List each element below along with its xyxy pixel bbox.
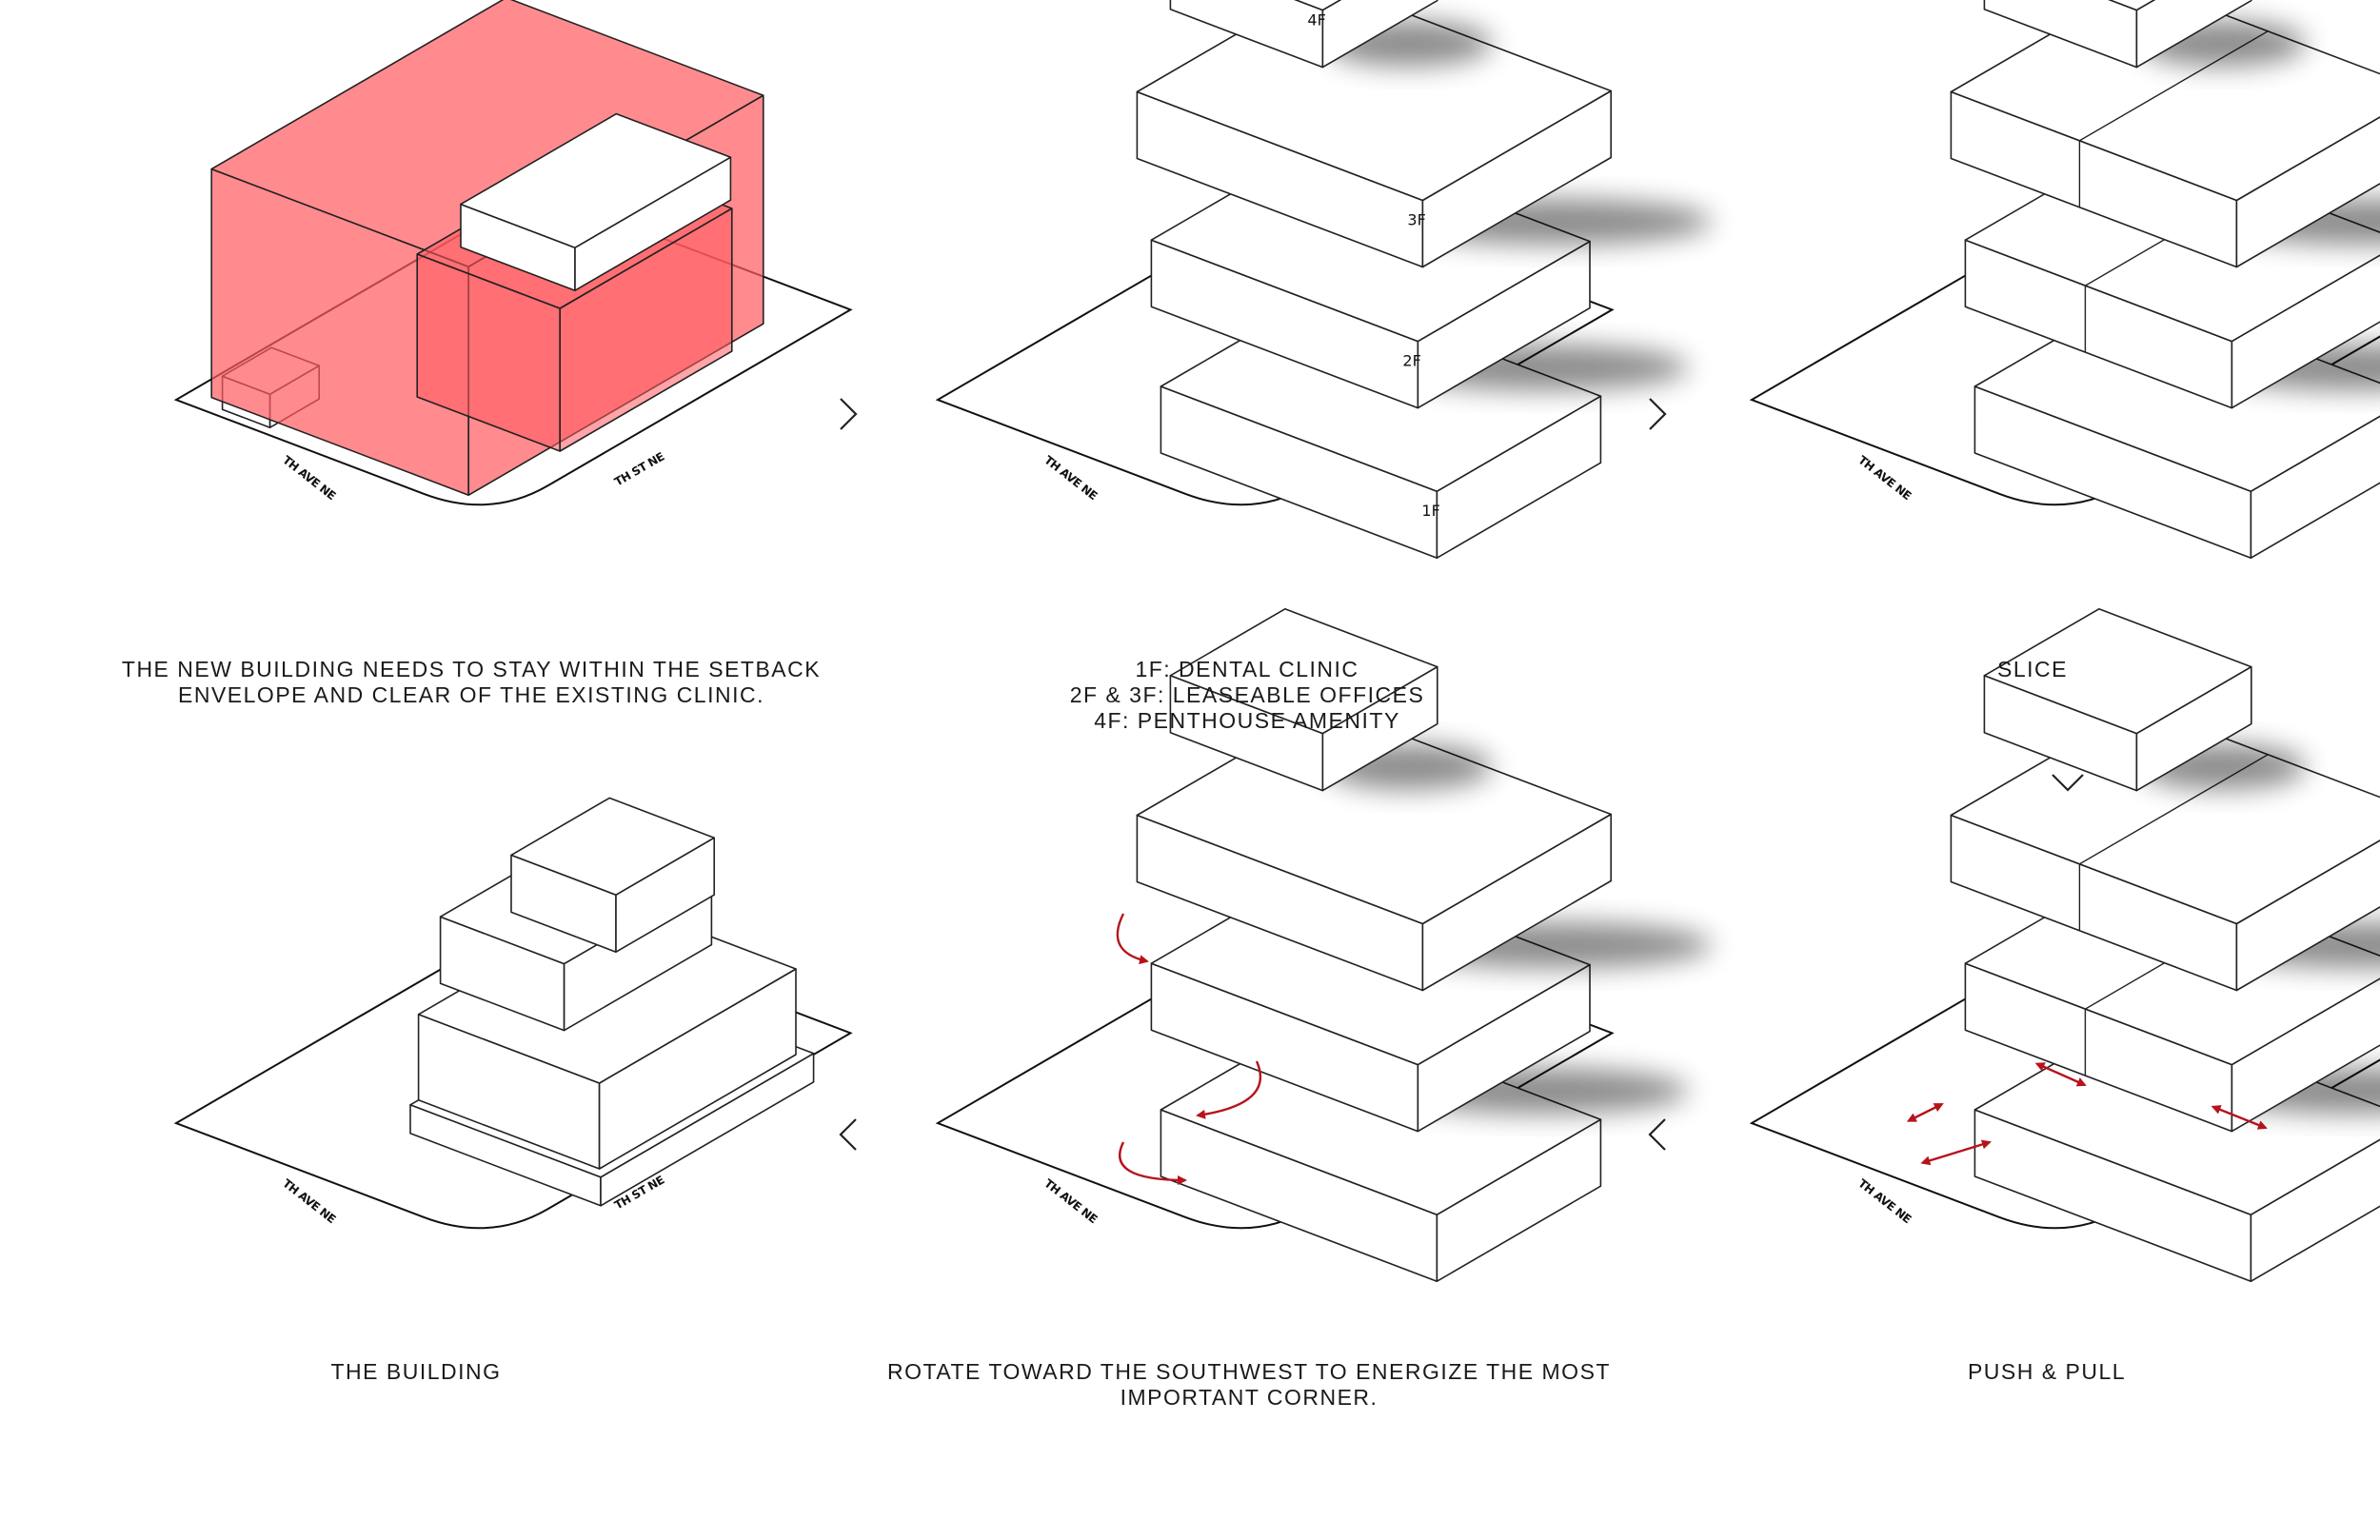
- caption-line: SLICE: [1997, 657, 2068, 681]
- block-top-face: [2108, 0, 2156, 11]
- slice-line: [2078, 754, 2269, 931]
- street-label-avenue: TH AVE NE: [1041, 453, 1100, 503]
- caption-building: THE BUILDING: [330, 1359, 501, 1385]
- envelope-roof-mass: [460, 112, 732, 292]
- floor-label: 3F: [1407, 211, 1425, 229]
- caption-line: IMPORTANT CORNER.: [1120, 1385, 1378, 1410]
- flow-chevron-left: [1648, 1118, 1666, 1151]
- caption-line: ROTATE TOWARD THE SOUTHWEST TO ENERGIZE …: [887, 1359, 1611, 1384]
- street-label-avenue: TH AVE NE: [1041, 1176, 1100, 1226]
- flow-arrows: [839, 398, 2084, 1151]
- push-pull-arrow: [1906, 1102, 1944, 1122]
- caption-line: 2F & 3F: LEASEABLE OFFICES: [1069, 682, 1425, 707]
- floor-4-block: [1983, 0, 2307, 69]
- street-label-avenue: TH AVE NE: [280, 453, 338, 503]
- block-side-face: [2231, 977, 2380, 1133]
- block-side-face: [2250, 1138, 2380, 1282]
- flow-chevron-down: [2052, 774, 2084, 792]
- push-pull-arrow: [2034, 1062, 2087, 1087]
- flow-chevron-left: [839, 1118, 857, 1151]
- caption-line: ENVELOPE AND CLEAR OF THE EXISTING CLINI…: [178, 682, 764, 707]
- floor-4-block: [1169, 0, 1493, 69]
- street-label-avenue: TH AVE NE: [1855, 1176, 1914, 1226]
- block-side-face: [2250, 415, 2380, 560]
- block-top-face: [210, 0, 764, 268]
- caption-rotate: ROTATE TOWARD THE SOUTHWEST TO ENERGIZE …: [887, 1359, 1611, 1411]
- caption-pushpull: PUSH & PULL: [1968, 1359, 2126, 1385]
- caption-line: THE BUILDING: [330, 1359, 502, 1384]
- block-top-face: [1169, 607, 1438, 735]
- block-side-face: [2231, 254, 2380, 409]
- caption-line: 4F: PENTHOUSE AMENITY: [1094, 708, 1400, 733]
- push-pull-arrow: [2211, 1105, 2268, 1130]
- floor-label: 1F: [1421, 502, 1439, 520]
- caption-line: PUSH & PULL: [1967, 1359, 2127, 1384]
- penthouse-mass: [510, 797, 716, 954]
- floor-label: 4F: [1307, 11, 1325, 30]
- street-label-street: TH ST NE: [612, 449, 666, 488]
- block-top-face: [510, 797, 716, 897]
- rotation-arrow: [1196, 1060, 1262, 1119]
- block-side-face: [2235, 839, 2380, 992]
- block-side-face: [2235, 116, 2380, 268]
- caption-slice: SLICE: [1997, 657, 2068, 682]
- caption-line: 1F: DENTAL CLINIC: [1135, 657, 1359, 681]
- street-label-avenue: TH AVE NE: [1855, 453, 1914, 503]
- rotation-arrow: [1119, 1141, 1187, 1185]
- block-side-face: [1321, 0, 1438, 69]
- floor-3-block: [1136, 0, 1713, 268]
- flow-chevron-right: [1649, 398, 1667, 430]
- push-pull-arrow: [1920, 1139, 1992, 1166]
- floor-4-block: [1983, 607, 2307, 792]
- floor-4-rotated: [1169, 607, 1493, 792]
- block-top-face: [1294, 0, 1342, 11]
- panel-setback: TH AVE NE TH ST NE: [173, 0, 853, 506]
- caption-setback: THE NEW BUILDING NEEDS TO STAY WITHIN TH…: [122, 657, 821, 708]
- slice-line: [2078, 30, 2269, 207]
- floor-label: 2F: [1402, 352, 1420, 370]
- floor-3-sliced: [1950, 0, 2380, 268]
- rotation-arrow: [1116, 913, 1149, 965]
- flow-chevron-right: [840, 398, 858, 430]
- block-side-face: [2135, 0, 2252, 69]
- block-top-face: [1983, 607, 2252, 735]
- street-label-avenue: TH AVE NE: [280, 1176, 338, 1226]
- caption-line: THE NEW BUILDING NEEDS TO STAY WITHIN TH…: [121, 657, 822, 681]
- block-top-face: [460, 112, 732, 249]
